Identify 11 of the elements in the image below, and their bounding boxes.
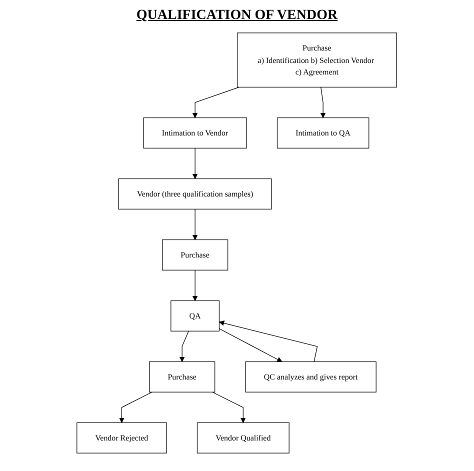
- arrow: [320, 86, 326, 118]
- arrow: [192, 86, 240, 118]
- arrow: [192, 270, 198, 302]
- arrow: [192, 148, 198, 180]
- arrow: [192, 208, 198, 240]
- arrow: [119, 392, 153, 423]
- arrow: [219, 320, 318, 362]
- arrow: [212, 392, 246, 423]
- arrow: [180, 330, 190, 362]
- diagram-title: QUALIFICATION OF VENDOR: [135, 8, 339, 24]
- arrow: [219, 328, 282, 362]
